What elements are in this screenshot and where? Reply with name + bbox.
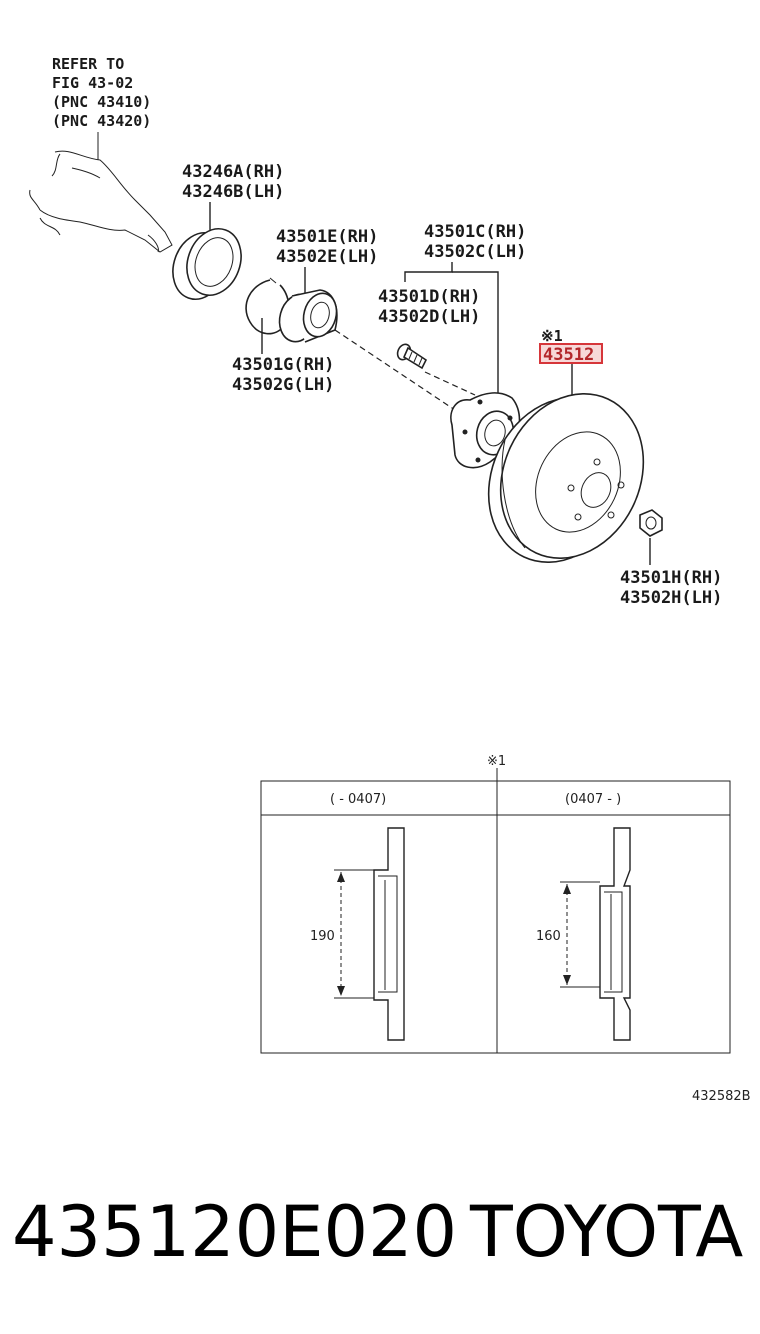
footer-part-number: 435120E020 bbox=[12, 1191, 457, 1273]
refer-line-1: REFER TO bbox=[52, 55, 124, 73]
refer-line-2: FIG 43-02 bbox=[52, 74, 133, 92]
dimension-early: 190 bbox=[310, 929, 335, 944]
refer-line-3: (PNC 43410) bbox=[52, 93, 151, 111]
label-43502g-lh: 43502G(LH) bbox=[232, 375, 334, 395]
footer-brand: TOYOTA bbox=[469, 1191, 743, 1273]
refer-line-4: (PNC 43420) bbox=[52, 112, 151, 130]
dust-deflector bbox=[172, 228, 242, 300]
figure-code: 432582B bbox=[692, 1089, 751, 1104]
hub-nut bbox=[639, 509, 663, 537]
label-43502c-lh: 43502C(LH) bbox=[424, 242, 526, 262]
label-43501d-rh: 43501D(RH) bbox=[378, 287, 480, 307]
disc-rotor bbox=[487, 392, 645, 564]
label-43501h-rh: 43501H(RH) bbox=[620, 568, 722, 588]
hub-bolt bbox=[396, 343, 428, 370]
refer-to-note: REFER TO FIG 43-02 (PNC 43410) (PNC 4342… bbox=[52, 55, 151, 130]
label-43501c-rh: 43501C(RH) bbox=[424, 222, 526, 242]
label-43502h-lh: 43502H(LH) bbox=[620, 588, 722, 608]
detail-table: ※1 ( - 0407) (0407 - ) 190 bbox=[260, 754, 731, 1054]
table-col1-header: ( - 0407) bbox=[330, 792, 386, 807]
label-43512-highlight[interactable]: 43512 bbox=[543, 345, 594, 365]
rotor-section-late: 160 bbox=[536, 827, 631, 1041]
label-43501e-rh: 43501E(RH) bbox=[276, 227, 378, 247]
table-col2-header: (0407 - ) bbox=[565, 792, 621, 807]
highlight-box bbox=[539, 343, 603, 364]
dimension-late: 160 bbox=[536, 929, 561, 944]
note-mark-1: ※1 bbox=[541, 327, 563, 345]
rotor-section-early: 190 bbox=[310, 827, 405, 1041]
hub-bearing bbox=[278, 289, 338, 343]
table-note-mark: ※1 bbox=[487, 754, 506, 769]
label-43246a-rh: 43246A(RH) bbox=[182, 162, 284, 182]
label-43246b-lh: 43246B(LH) bbox=[182, 182, 284, 202]
drive-shaft-illustration bbox=[29, 132, 173, 253]
label-43502d-lh: 43502D(LH) bbox=[378, 307, 480, 327]
label-43502e-lh: 43502E(LH) bbox=[276, 247, 378, 267]
label-43501g-rh: 43501G(RH) bbox=[232, 355, 334, 375]
